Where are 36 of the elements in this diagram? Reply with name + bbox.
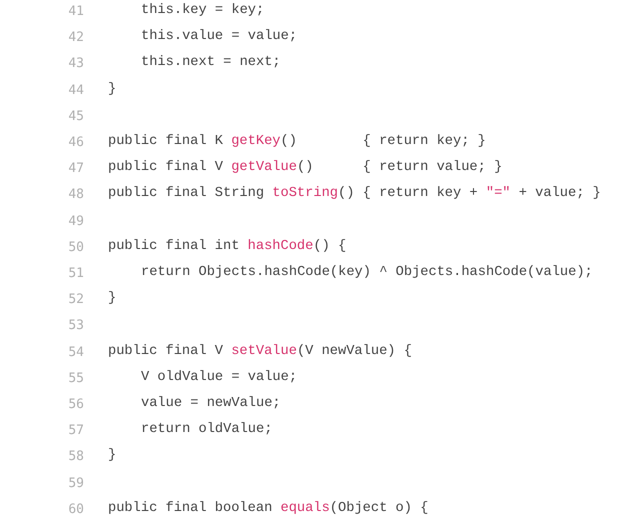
line-number: 56: [67, 397, 84, 412]
line-number: 49: [67, 214, 84, 229]
line-number: 41: [67, 4, 84, 19]
code-line: public final V getValue() { return value; }: [108, 160, 502, 176]
line-number: 54: [67, 344, 84, 360]
code-line: public final V setValue(V newValue) {: [108, 344, 412, 359]
line-number: 55: [67, 370, 84, 386]
line-number: 42: [67, 30, 84, 46]
code-line: public final String toString() { return key + "=" + value; }: [108, 186, 601, 202]
line-number: 59: [67, 476, 84, 491]
code-line: }: [108, 82, 116, 97]
code-line: this.key = key;: [141, 3, 264, 18]
line-number: 60: [67, 502, 84, 517]
line-number: 51: [67, 266, 84, 281]
code-line: this.next = next;: [141, 55, 281, 70]
line-number: 57: [67, 423, 84, 438]
code-line: return Objects.hashCode(key) ^ Objects.hashCode(value);: [141, 265, 593, 280]
code-line: public final K getKey() { return key; }: [108, 134, 486, 149]
line-number: 43: [67, 56, 84, 72]
line-number: 53: [67, 318, 84, 334]
line-number: 58: [67, 449, 84, 464]
line-number: 45: [67, 108, 84, 124]
code-line: public final boolean equals(Object o) {: [108, 500, 428, 516]
line-number: 52: [67, 292, 84, 308]
code-line: return oldValue;: [141, 422, 272, 438]
code-line: this.value = value;: [141, 29, 298, 44]
code-line: }: [108, 291, 116, 306]
line-number: 47: [67, 161, 84, 176]
code-line: V oldValue = value;: [141, 370, 298, 385]
line-number: 50: [67, 240, 84, 255]
line-number: 46: [67, 135, 84, 150]
code-line: public final int hashCode() {: [108, 238, 346, 254]
line-number: 48: [67, 187, 84, 202]
line-number: 44: [67, 82, 84, 98]
code-line: value = newValue;: [141, 396, 281, 411]
code-line: }: [108, 448, 116, 464]
